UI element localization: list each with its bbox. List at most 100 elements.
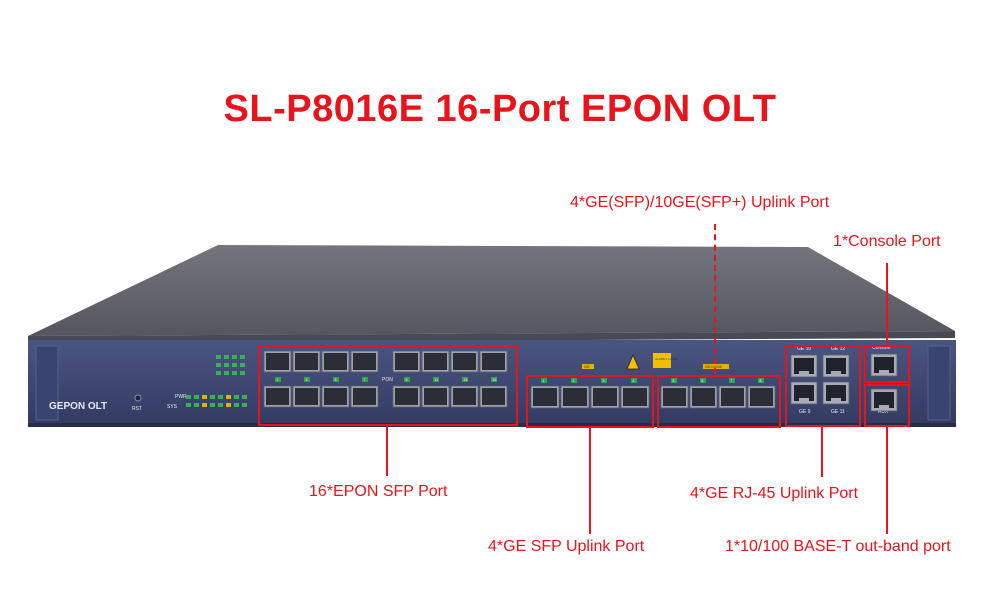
- ge10-label-badge: [703, 364, 729, 369]
- sfp-port-opening: [266, 388, 289, 405]
- status-led: [194, 395, 199, 399]
- sfp-port-opening: [324, 353, 347, 370]
- brand-label: GEPON OLT: [49, 401, 107, 412]
- port-number-badge: [275, 377, 281, 382]
- page-title: SL-P8016E 16-Port EPON OLT: [223, 88, 777, 130]
- status-led: [232, 363, 237, 367]
- port-number: 1: [543, 379, 545, 383]
- port-number: 4: [633, 379, 635, 383]
- port-number: 15: [493, 378, 497, 382]
- pwr-label: PWR: [175, 394, 187, 400]
- status-led: [234, 395, 239, 399]
- callout-epon-sfp: 16*EPON SFP Port: [309, 483, 448, 500]
- port-number-badge: [333, 377, 339, 382]
- sfp-port-opening: [353, 353, 376, 370]
- port-number: 2: [573, 379, 575, 383]
- aux-port: [870, 388, 898, 412]
- port-number-badge: [491, 377, 497, 382]
- laser-warning-sticker: [653, 353, 671, 368]
- ge-sfp-frame: [526, 375, 654, 428]
- sfp-port-opening: [750, 388, 773, 406]
- port-number-badge: [700, 378, 706, 383]
- status-led: [242, 403, 247, 407]
- port-number: 3: [306, 378, 308, 382]
- status-led: [232, 355, 237, 359]
- port-number-badge: [671, 378, 677, 383]
- rj45-latch: [799, 371, 809, 374]
- sfp-port-opening: [295, 353, 318, 370]
- port-number-badge: [729, 378, 735, 383]
- sfp-port-opening: [482, 353, 505, 370]
- ge-label-badge: [582, 364, 594, 369]
- sfp-port-opening: [593, 388, 617, 406]
- sfp-port-opening: [623, 388, 647, 406]
- callout-ge-sfp: 4*GE SFP Uplink Port: [488, 538, 645, 555]
- laser-warning-text: CLASS 1 LASER: [655, 357, 679, 361]
- reset-button: [134, 394, 142, 402]
- sys-label: SYS: [167, 404, 178, 410]
- status-led: [226, 403, 231, 407]
- port-number: 6: [702, 379, 704, 383]
- sfp-port-opening: [482, 388, 505, 405]
- rj45-opening: [874, 392, 894, 408]
- console-leader-line: [886, 263, 888, 345]
- status-led: [210, 403, 215, 407]
- port-number-badge: [758, 378, 764, 383]
- console-frame: [864, 345, 910, 383]
- sfp-port-opening: [721, 388, 744, 406]
- status-led: [232, 371, 237, 375]
- rj45-latch: [879, 370, 889, 373]
- reset-label: RST: [132, 406, 142, 412]
- uplink-leader-line: [714, 224, 716, 374]
- sfp-port-opening: [324, 388, 347, 405]
- port-number-badge: [541, 378, 547, 383]
- port-number-badge: [404, 377, 410, 382]
- port-number: 5: [673, 379, 675, 383]
- callout-ge-rj45: 4*GE RJ-45 Uplink Port: [690, 485, 859, 502]
- status-led: [218, 403, 223, 407]
- status-led: [240, 371, 245, 375]
- rj45-label-bl: GE 9: [799, 409, 811, 415]
- status-led: [224, 371, 229, 375]
- sfp-port-opening: [424, 353, 447, 370]
- ge10-label: GE/10GE: [705, 364, 722, 369]
- port-number-badge: [462, 377, 468, 382]
- status-led: [224, 363, 229, 367]
- callout-out-band: 1*10/100 BASE-T out-band port: [725, 538, 951, 555]
- rj45-latch: [831, 398, 841, 401]
- aux-frame: [864, 384, 910, 427]
- rj45-opening: [794, 358, 814, 374]
- ge-sfp-leader-line: [589, 428, 591, 534]
- sfp-port-opening: [453, 388, 476, 405]
- rj45-latch: [879, 405, 889, 408]
- sfp-port-opening: [266, 353, 289, 370]
- status-led: [218, 395, 223, 399]
- status-led: [194, 403, 199, 407]
- port-number: 11: [435, 378, 439, 382]
- console-port: [870, 353, 898, 377]
- port-number: 9: [406, 378, 408, 382]
- rj45-latch: [831, 371, 841, 374]
- status-led: [242, 395, 247, 399]
- status-led: [240, 355, 245, 359]
- rj45-block: [790, 354, 850, 405]
- status-led: [226, 395, 231, 399]
- laser-warning-icon: [626, 353, 640, 370]
- callout-uplink-sfp-plus: 4*GE(SFP)/10GE(SFP+) Uplink Port: [570, 194, 830, 211]
- status-led: [210, 395, 215, 399]
- sfp-port-opening: [453, 353, 476, 370]
- status-led: [216, 371, 221, 375]
- status-led: [216, 363, 221, 367]
- aux-label: AUX: [878, 409, 889, 415]
- status-led: [202, 403, 207, 407]
- ear-right: [927, 345, 951, 421]
- port-number: 13: [464, 378, 468, 382]
- port-number-badge: [631, 378, 637, 383]
- rj45-opening: [794, 385, 814, 401]
- rj45-opening: [874, 357, 894, 373]
- port-number: 1: [277, 378, 279, 382]
- status-led: [216, 355, 221, 359]
